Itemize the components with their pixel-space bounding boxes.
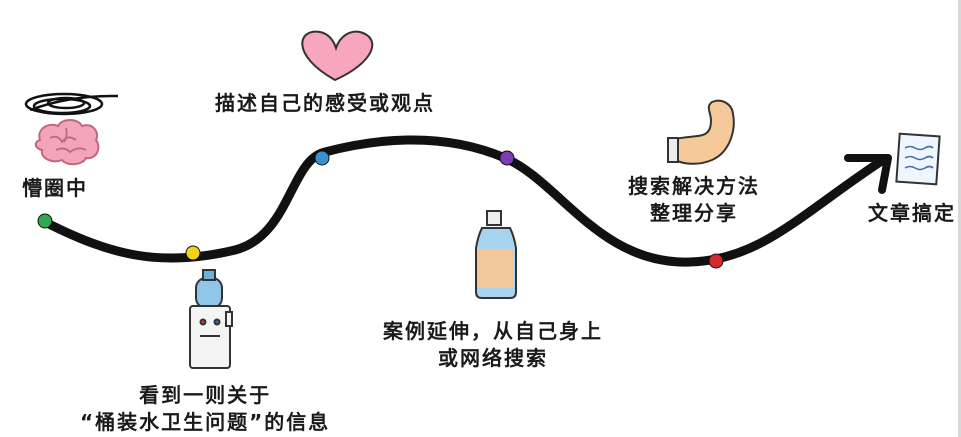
label-done-line-1: 文章搞定 [868,201,956,225]
label-solve-line-2: 整理分享 [650,201,738,225]
label-extend: 案例延伸，从自己身上 或网络搜索 [383,318,603,372]
emoji-info [185,245,201,261]
journey-curve [40,135,885,267]
heart-icon [301,30,374,82]
scribble-icon [24,92,119,116]
label-confused: 懵圈中 [22,175,88,202]
label-info-line-2: “桶装水卫生问题”的信息 [80,410,331,434]
label-extend-line-1: 案例延伸，从自己身上 [383,319,603,343]
right-border [958,0,961,437]
water-bottle-icon [475,210,517,299]
emoji-confused [37,213,53,229]
label-info-line-1: 看到一则关于 [139,383,272,407]
label-solve: 搜索解决方法 整理分享 [628,173,760,227]
label-feeling: 描述自己的感受或观点 [215,90,435,117]
arrow-head [844,154,892,194]
emoji-solve [708,253,724,269]
label-feeling-line-1: 描述自己的感受或观点 [215,91,435,115]
label-done: 文章搞定 [868,200,956,227]
water-dispenser-icon [189,269,233,369]
label-confused-line-1: 懵圈中 [22,176,88,200]
document-icon [895,132,941,186]
emoji-feeling [314,150,330,166]
flexed-arm-icon [667,99,735,165]
label-info: 看到一则关于 “桶装水卫生问题”的信息 [80,382,330,436]
label-extend-line-2: 或网络搜索 [438,346,548,370]
emoji-extend [499,150,515,166]
brain-icon [34,119,100,166]
label-solve-line-1: 搜索解决方法 [628,174,760,198]
